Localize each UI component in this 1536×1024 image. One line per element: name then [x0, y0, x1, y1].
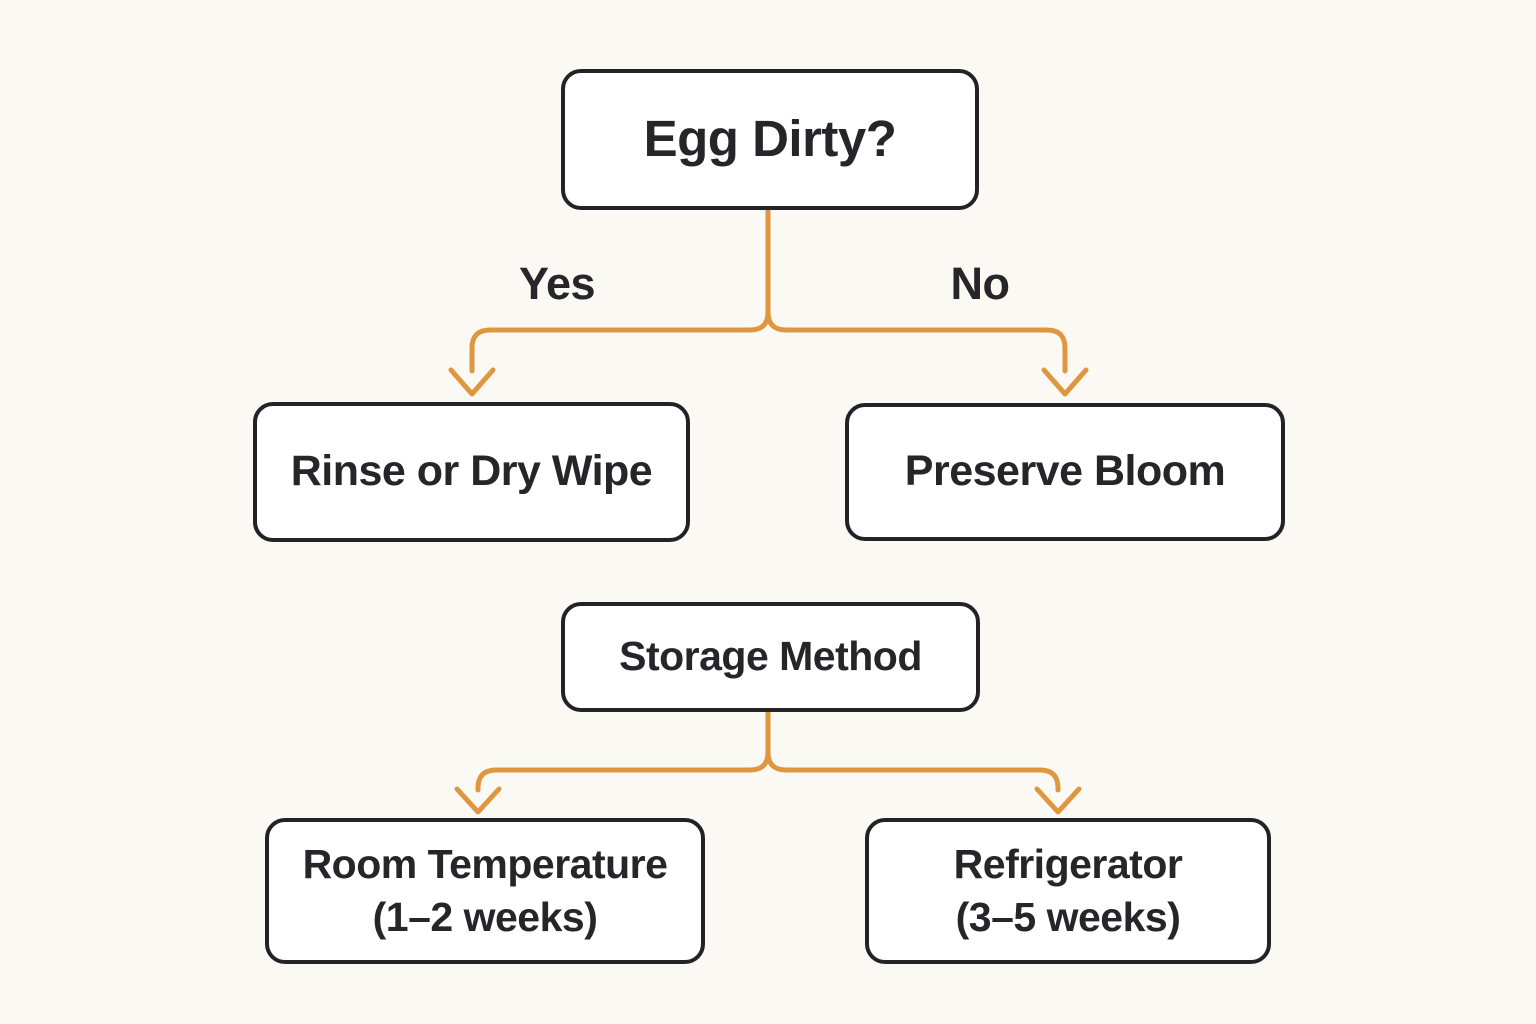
node-room-temperature: Room Temperature (1–2 weeks): [265, 818, 705, 964]
node-preserve-label: Preserve Bloom: [904, 447, 1226, 496]
node-room-sublabel: (1–2 weeks): [372, 894, 598, 940]
node-rinse-or-dry-wipe: Rinse or Dry Wipe: [253, 402, 690, 542]
node-preserve-bloom: Preserve Bloom: [845, 403, 1285, 541]
node-refrigerator: Refrigerator (3–5 weeks): [865, 818, 1271, 964]
node-room-label: Room Temperature: [302, 840, 668, 887]
edge-label-yes: Yes: [518, 258, 596, 309]
node-rinse-label: Rinse or Dry Wipe: [290, 447, 653, 496]
node-fridge-sublabel: (3–5 weeks): [955, 894, 1181, 940]
node-fridge-label: Refrigerator: [953, 840, 1183, 887]
node-storage-label: Storage Method: [619, 633, 922, 680]
arrowhead-rinse-icon: [448, 367, 496, 397]
edge-label-no: No: [950, 258, 1011, 309]
arrowhead-preserve-icon: [1041, 367, 1089, 397]
node-egg-dirty-label: Egg Dirty?: [643, 110, 897, 168]
node-egg-dirty: Egg Dirty?: [561, 69, 979, 210]
edge-storage-to-room: [475, 710, 771, 793]
node-storage-method: Storage Method: [561, 602, 980, 712]
edge-egg-to-rinse: [469, 208, 771, 374]
edge-storage-to-fridge: [765, 749, 1061, 793]
arrowhead-room-icon: [454, 786, 502, 815]
edge-egg-to-preserve: [765, 309, 1068, 374]
arrowhead-fridge-icon: [1034, 786, 1082, 815]
